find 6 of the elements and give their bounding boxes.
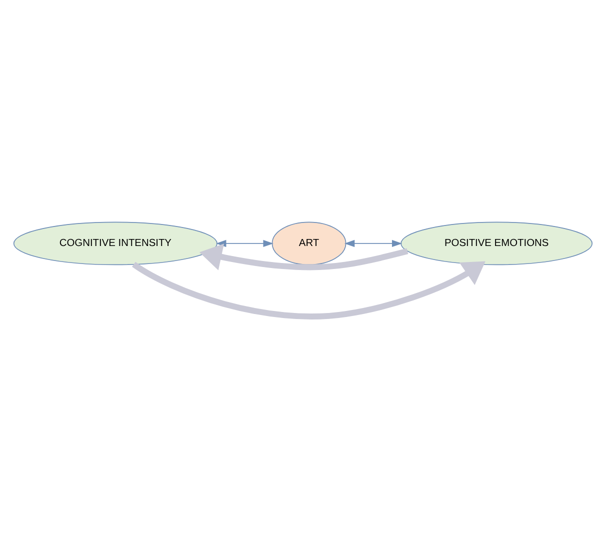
arrow: [344, 239, 402, 247]
node-ellipse: COGNITIVE INTENSITY: [13, 221, 218, 265]
arrow: [132, 260, 486, 319]
arrow: [199, 243, 408, 270]
node-ellipse: ART: [272, 221, 346, 265]
node-ellipse: POSITIVE EMOTIONS: [400, 221, 593, 265]
